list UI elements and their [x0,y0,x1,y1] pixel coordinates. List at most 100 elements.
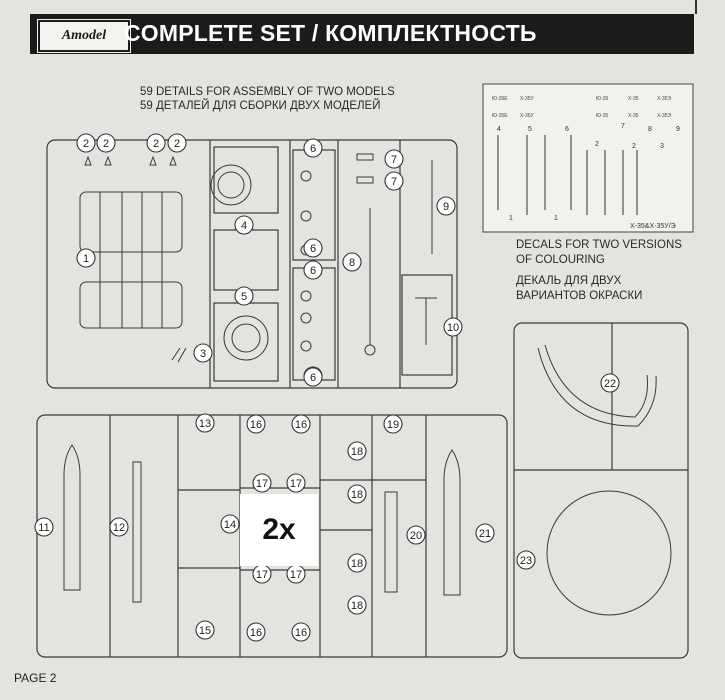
decal-number: 2 [595,141,599,148]
callout-number: 22 [604,378,616,390]
callout-number: 11 [38,522,49,534]
callout-number: 8 [349,257,355,269]
callout-number: 6 [310,243,316,255]
part-callout: 23 [516,550,536,570]
callout-number: 2 [83,138,89,150]
callout-number: 18 [351,446,363,458]
callout-number: 7 [391,154,397,166]
callout-number: 14 [224,519,236,531]
part-callout: 4 [234,215,254,235]
callout-number: 18 [351,489,363,501]
callout-number: 2 [153,138,159,150]
decal-number: 5 [528,126,532,133]
decals-line-1: DECALS FOR TWO VERSIONS [516,239,682,251]
header-banner: Amodel COMPLETE SET / КОМПЛЕКТНОСТЬ [30,14,694,54]
svg-text:Х-35У: Х-35У [520,96,535,102]
part-callout: 6 [303,260,323,280]
part-23-disc [546,490,672,616]
callout-number: 13 [199,418,211,430]
part-callout: 9 [436,196,456,216]
callout-number: 2 [174,138,180,150]
lower-sprue-frame [36,414,508,658]
part-callout: 14 [220,514,240,534]
decal-number: 1 [509,215,513,222]
callout-number: 10 [447,322,459,334]
part-callout: 18 [347,441,367,461]
svg-text:Ю-35Е: Ю-35Е [492,96,508,102]
part-callout: 7 [384,149,404,169]
decals-line-3: ДЕКАЛЬ ДЛЯ ДВУХ [516,275,622,287]
part-callout: 20 [406,525,426,545]
decals-line-2: OF COLOURING [516,254,605,266]
part-callout: 6 [303,367,323,387]
decal-number: 4 [497,126,501,133]
svg-text:Х-35: Х-35 [628,96,639,102]
part-callout: 17 [286,473,306,493]
part-callout: 2 [76,133,96,153]
part-callout: 2 [96,133,116,153]
callout-number: 16 [250,419,262,431]
page-title: COMPLETE SET / КОМПЛЕКТНОСТЬ [124,20,537,46]
top-edge-line [695,0,697,14]
svg-text:Х-35Э: Х-35Э [657,113,672,119]
part-callout: 18 [347,553,367,573]
svg-text:Х-35Э: Х-35Э [657,96,672,102]
svg-text:Х-35: Х-35 [628,113,639,119]
callout-number: 3 [200,348,206,360]
part-callout: 17 [286,564,306,584]
part-callout: 11 [34,517,54,537]
callout-number: 18 [351,558,363,570]
callout-number: 16 [295,627,307,639]
callout-number: 4 [241,220,247,232]
decal-number: 8 [648,126,652,133]
part-callout: 6 [303,238,323,258]
part-callout: 18 [347,484,367,504]
part-8-rod [356,153,376,356]
decals-line-4: ВАРИАНТОВ ОКРАСКИ [516,290,643,302]
part-callout: 17 [252,564,272,584]
details-count-ru: 59 ДЕТАЛЕЙ ДЛЯ СБОРКИ ДВУХ МОДЕЛЕЙ [140,100,381,112]
part-4-5-discs [210,164,269,361]
callout-number: 19 [387,419,399,431]
part-callout: 2 [146,133,166,153]
part-callout: 22 [600,373,620,393]
callout-number: 1 [83,253,89,265]
part-callout: 2 [167,133,187,153]
callout-number: 18 [351,600,363,612]
svg-text:Ю-35: Ю-35 [596,113,608,119]
decal-number: 1 [554,215,558,222]
right-sprue-frame [513,322,689,659]
part-callout: 19 [383,414,403,434]
part-callout: 17 [252,473,272,493]
part-callout: 10 [443,317,463,337]
multiplier-label: 2x [240,494,318,566]
part-callout: 18 [347,595,367,615]
callout-number: 9 [443,201,449,213]
decal-sheet-caption: Х-35&Х-35У/Э [630,223,676,230]
part-21-missile [443,449,461,596]
part-11-missile [63,444,81,591]
callout-number: 15 [199,625,211,637]
amodel-logo: Amodel [37,19,131,53]
decal-sheet: Ю-35Е Х-35У Ю-35 Х-35 Х-35Э Ю-35Е Х-35У … [482,83,694,233]
callout-number: 12 [113,522,125,534]
part-callout: 16 [291,622,311,642]
callout-number: 7 [391,176,397,188]
decal-number: 2 [632,143,636,150]
callout-number: 6 [310,265,316,277]
callout-number: 17 [290,478,302,490]
page-number: PAGE 2 [14,671,57,685]
details-count-en: 59 DETAILS FOR ASSEMBLY OF TWO MODELS [140,86,395,98]
part-callout: 7 [384,171,404,191]
part-1-frame-assembly [79,155,187,363]
callout-number: 17 [290,569,302,581]
svg-text:Х-35У: Х-35У [520,113,535,119]
part-callout: 12 [109,517,129,537]
callout-number: 23 [520,555,532,567]
part-callout: 13 [195,413,215,433]
callout-number: 5 [241,291,247,303]
part-callout: 16 [246,414,266,434]
